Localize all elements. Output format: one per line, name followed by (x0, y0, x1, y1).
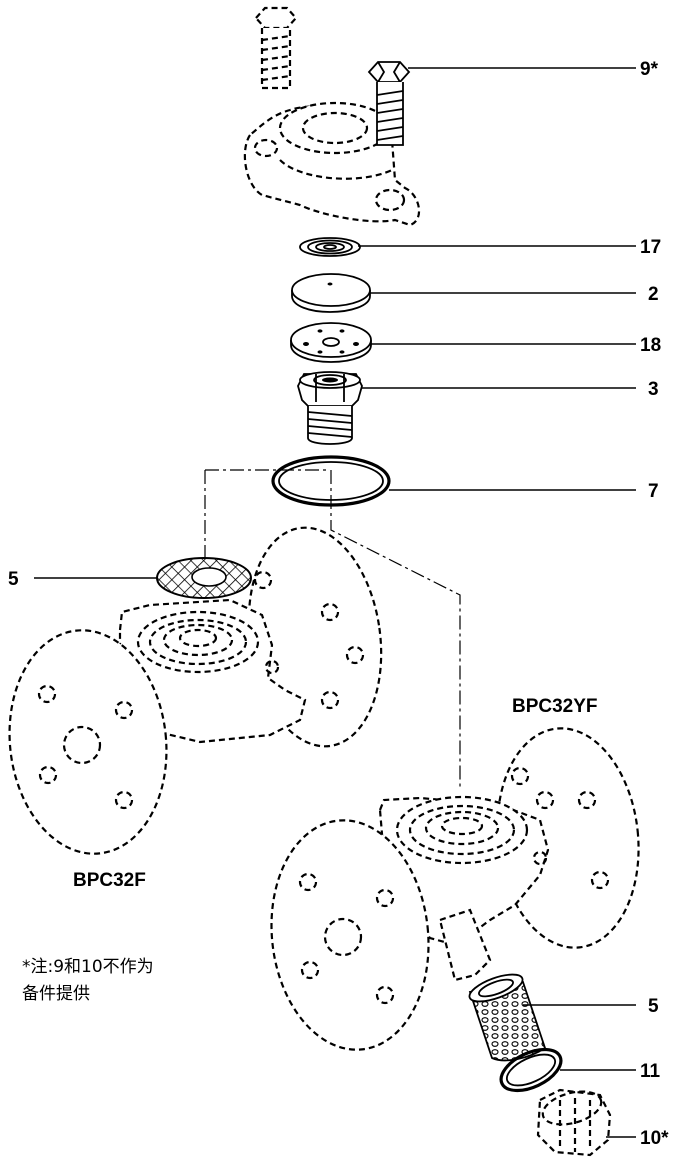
gasket-5 (156, 557, 252, 599)
callout-3: 3 (648, 379, 659, 400)
callout-5-gasket: 5 (8, 569, 19, 590)
spring-17 (299, 237, 361, 257)
bolt-9 (367, 61, 411, 146)
cap-10 (536, 1088, 612, 1157)
callout-7: 7 (648, 481, 659, 502)
disc-2 (291, 273, 371, 313)
strainer-screen-5 (468, 973, 547, 1062)
callout-18: 18 (640, 335, 661, 356)
note-line-2: 备件提供 (22, 984, 90, 1004)
note-line-1: *注:9和10不作为 (22, 957, 154, 977)
valve-body-bpc32f (8, 526, 383, 855)
callout-2: 2 (648, 284, 659, 305)
callout-9: 9* (640, 59, 659, 80)
plate-18 (290, 322, 372, 363)
model-label-bpc32f: BPC32F (73, 870, 146, 891)
valve-body-bpc32yf (270, 727, 640, 1051)
o-ring-11 (499, 1047, 563, 1093)
callout-10: 10* (640, 1128, 669, 1149)
model-label-bpc32yf: BPC32YF (512, 696, 598, 717)
callout-11: 11 (640, 1061, 661, 1082)
callout-17: 17 (640, 237, 661, 258)
leader-lines (34, 67, 636, 1138)
callout-5-screen: 5 (648, 996, 659, 1017)
seat-3 (297, 371, 363, 445)
cover (243, 101, 421, 227)
bolt-left (254, 6, 298, 90)
